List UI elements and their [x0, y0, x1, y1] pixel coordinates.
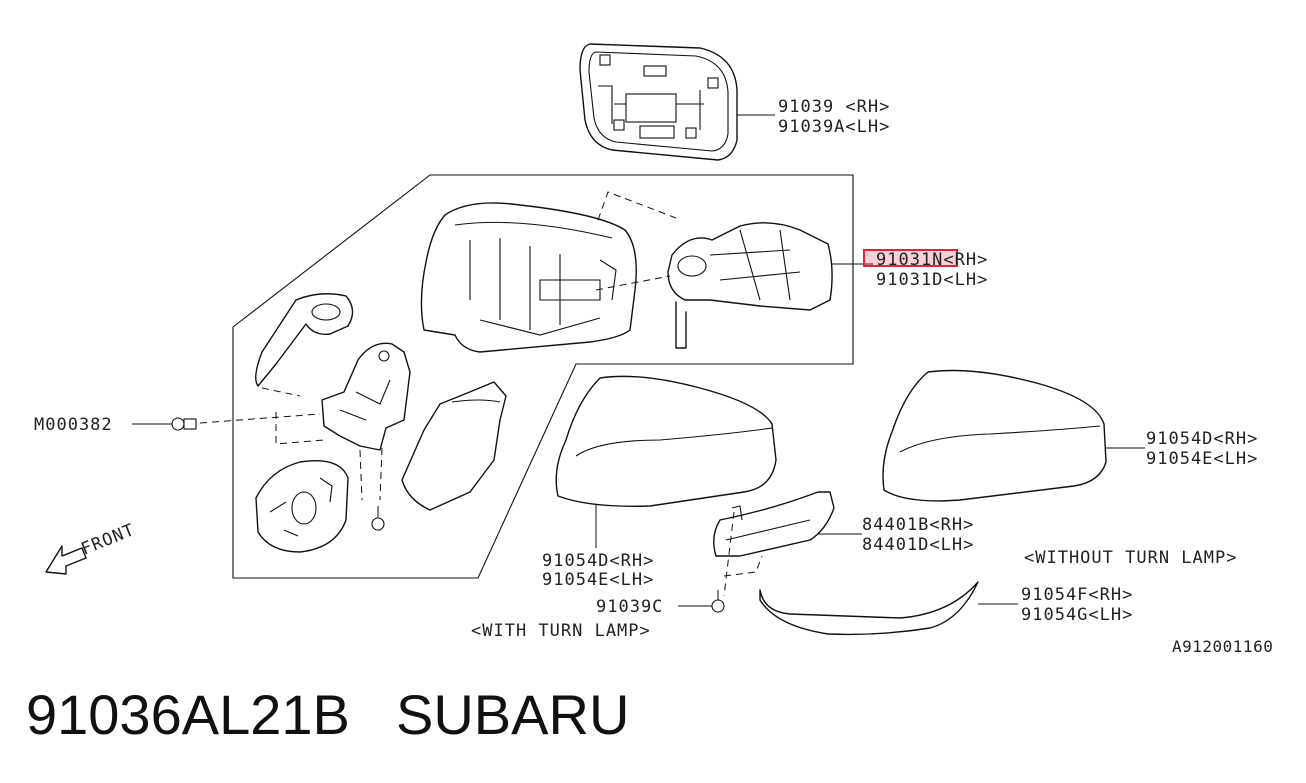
label-garnish-lh[interactable]: 91054G<LH> [1021, 605, 1133, 625]
label-cover-left-lh[interactable]: 91054E<LH> [542, 570, 654, 590]
label-glass-rh[interactable]: 91039 <RH> [778, 97, 890, 117]
mirror-bracket[interactable] [255, 293, 354, 387]
screw-m000382[interactable] [171, 417, 197, 431]
mirror-cover-with-lamp[interactable] [555, 375, 777, 507]
diagram-code: A912001160 [1172, 637, 1273, 656]
assembly-frame [232, 174, 854, 579]
label-screw[interactable]: M000382 [34, 415, 113, 435]
label-cover-right-lh[interactable]: 91054E<LH> [1146, 449, 1258, 469]
garnish[interactable] [759, 581, 979, 636]
label-without-turn-lamp: <WITHOUT TURN LAMP> [1024, 548, 1237, 568]
clip-91039c[interactable] [711, 590, 725, 613]
turn-lamp[interactable] [713, 491, 835, 557]
label-cover-right-rh[interactable]: 91054D<RH> [1146, 429, 1258, 449]
label-assy-lh[interactable]: 91031D<LH> [876, 270, 988, 290]
label-garnish-rh[interactable]: 91054F<RH> [1021, 585, 1133, 605]
label-lamp-rh[interactable]: 84401B<RH> [862, 515, 974, 535]
label-with-turn-lamp: <WITH TURN LAMP> [471, 621, 651, 641]
label-cover-left-rh[interactable]: 91054D<RH> [542, 551, 654, 571]
front-label: FRONT [78, 520, 138, 560]
part-number: 91036AL21B [26, 683, 350, 746]
highlight-box [863, 249, 958, 267]
label-clip[interactable]: 91039C [596, 597, 663, 617]
brand-name: SUBARU [396, 683, 630, 746]
mirror-cover-without-lamp[interactable] [882, 369, 1107, 502]
front-arrow-icon [45, 545, 87, 575]
mirror-base-mount[interactable] [321, 342, 411, 451]
label-glass-lh[interactable]: 91039A<LH> [778, 117, 890, 137]
mirror-base-cover[interactable] [255, 460, 349, 553]
label-lamp-lh[interactable]: 84401D<LH> [862, 535, 974, 555]
mirror-housing[interactable] [420, 202, 637, 353]
mirror-glass[interactable] [579, 43, 738, 161]
parts-diagram: FRONT 91039 <RH> 91039A<LH> 91031N<RH> 9… [34, 43, 1273, 656]
mirror-actuator[interactable] [667, 222, 833, 349]
label-assy-rh[interactable]: 91031N<RH> [876, 250, 988, 270]
screw-lower[interactable] [371, 506, 385, 531]
mirror-inner-shell[interactable] [401, 381, 507, 511]
